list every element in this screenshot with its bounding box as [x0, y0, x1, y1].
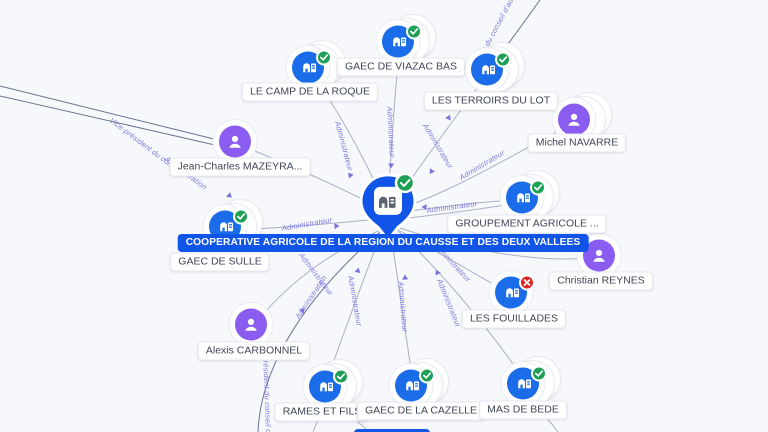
cutoff-node-label[interactable] [354, 429, 430, 432]
node-icon-alexis-carbonnel[interactable] [227, 299, 279, 356]
company-icon [500, 361, 547, 406]
check-badge-icon [495, 51, 511, 68]
node-label-jean-charles-mazeyra[interactable]: Jean-Charles MAZEYRA... [169, 157, 311, 177]
center-pin-node[interactable] [355, 172, 421, 251]
company-icon [388, 363, 435, 408]
node-label-christian-reynes[interactable]: Christian REYNES [549, 271, 653, 291]
check-badge-icon [316, 49, 332, 66]
relationship-edge [0, 95, 229, 149]
edge-direction-arrow-icon [334, 222, 340, 230]
node-label-mas-de-bede[interactable]: MAS DE BEDE [479, 400, 567, 420]
node-icon-les-fouillades[interactable] [487, 267, 539, 324]
map-pin-icon [359, 172, 417, 243]
relationship-edge [0, 85, 223, 142]
node-label-gaec-de-sulle[interactable]: GAEC DE SULLE [170, 252, 270, 272]
cross-badge-icon [519, 274, 535, 291]
company-icon [499, 175, 546, 220]
check-badge-icon [530, 179, 546, 196]
person-icon [576, 233, 622, 278]
node-icon-les-terroirs-du-lot[interactable] [463, 44, 515, 101]
building-icon [379, 196, 396, 208]
node-icon-groupement-agricole[interactable] [498, 172, 550, 229]
node-label-gaec-de-viazac-bas[interactable]: GAEC DE VIAZAC BAS [336, 57, 466, 77]
company-icon [464, 47, 511, 92]
node-icon-michel-navarre[interactable] [550, 94, 602, 151]
node-label-michel-navarre[interactable]: Michel NAVARRE [527, 133, 627, 153]
person-icon [212, 119, 258, 164]
check-badge-icon [233, 208, 249, 225]
node-label-alexis-carbonnel[interactable]: Alexis CARBONNEL [197, 341, 311, 361]
node-icon-gaec-de-la-cazelle[interactable] [387, 360, 439, 417]
person-icon [228, 302, 274, 347]
node-label-les-terroirs-du-lot[interactable]: LES TERROIRS DU LOT [423, 91, 559, 111]
center-node-label[interactable]: COOPERATIVE AGRICOLE DE LA REGION DU CAU… [177, 234, 589, 252]
node-label-le-camp-de-la-roque[interactable]: LE CAMP DE LA ROQUE [241, 82, 379, 102]
node-label-gaec-de-la-cazelle[interactable]: GAEC DE LA CAZELLE [356, 401, 486, 421]
node-icon-gaec-de-viazac-bas[interactable] [374, 16, 426, 73]
check-badge-icon [531, 365, 547, 382]
check-badge-icon [419, 367, 435, 384]
edge-direction-arrow-icon [387, 163, 395, 169]
edge-direction-arrow-icon [401, 274, 409, 280]
company-icon [285, 45, 332, 90]
edge-direction-arrow-icon [354, 267, 362, 273]
person-icon [551, 97, 597, 142]
node-icon-christian-reynes[interactable] [575, 230, 627, 287]
node-icon-mas-de-bede[interactable] [499, 358, 551, 415]
check-badge-icon [394, 172, 416, 194]
company-icon [488, 270, 535, 315]
check-badge-icon [406, 23, 422, 40]
check-badge-icon [333, 368, 349, 385]
node-label-rames-et-fils[interactable]: RAMES ET FILS [274, 402, 370, 422]
company-icon [375, 19, 422, 64]
node-icon-jean-charles-mazeyra[interactable] [211, 116, 263, 173]
node-label-groupement-agricole[interactable]: GROUPEMENT AGRICOLE ... [447, 214, 607, 234]
node-icon-le-camp-de-la-roque[interactable] [284, 42, 336, 99]
node-label-les-fouillades[interactable]: LES FOUILLADES [461, 309, 567, 329]
